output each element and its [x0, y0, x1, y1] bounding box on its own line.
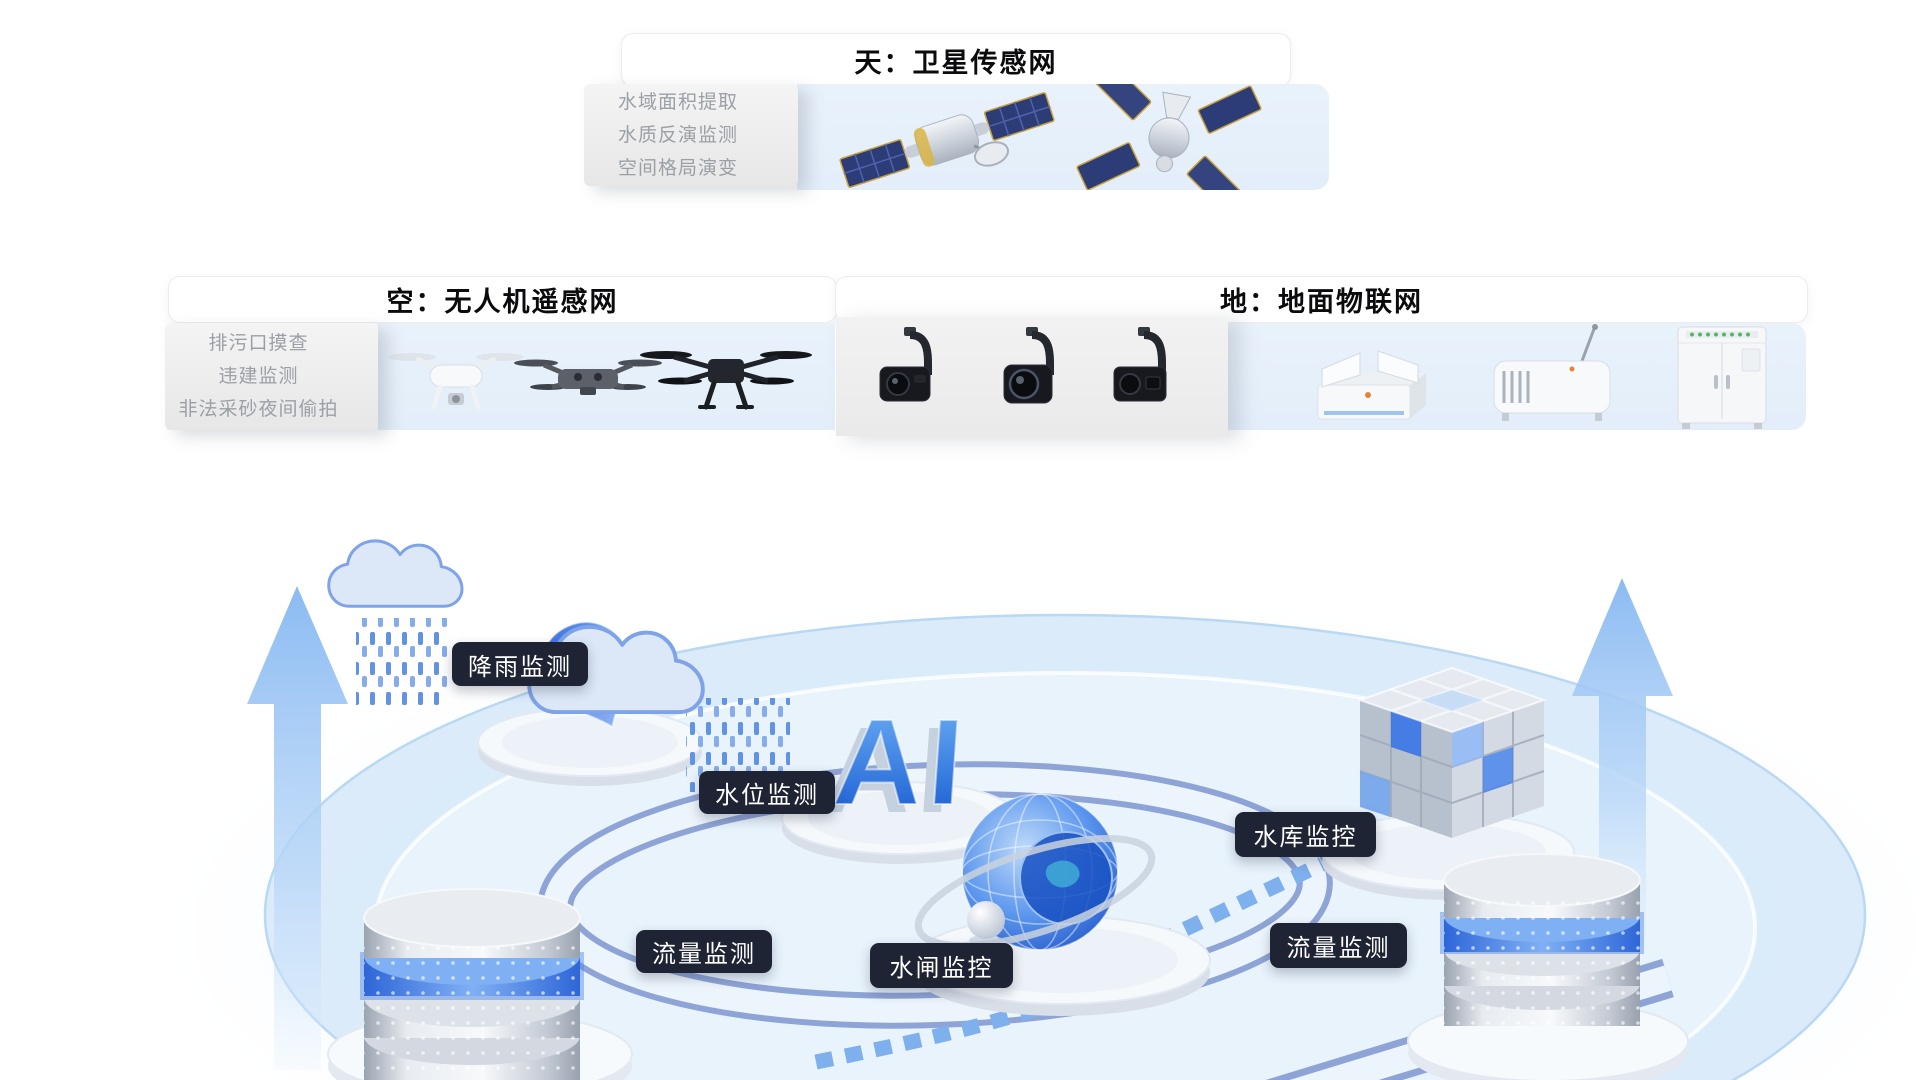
telemetry-box-icon: [1493, 324, 1611, 421]
quadcopter-drone-icon: [388, 353, 524, 410]
satellite-icon: [839, 92, 1055, 188]
section-card-air: 空：无人机遥感网: [168, 276, 837, 323]
chip-text: 流量监测: [1286, 935, 1391, 962]
field-station-icon: [1317, 350, 1426, 420]
up-arrow-icon: [1572, 578, 1673, 948]
label-chip-water-level: 水位监测: [699, 771, 835, 814]
up-arrow-icon: [247, 586, 348, 1070]
chip-text: 流量监测: [652, 941, 756, 968]
database-icon: [327, 888, 633, 1080]
chip-text: 水闸监控: [889, 955, 994, 982]
gimbal-panel: [836, 317, 1228, 436]
section-title-sky: 天：卫星传感网: [854, 47, 1058, 78]
label-chip-flow-left: 流量监测: [636, 930, 772, 973]
hexacopter-drone-icon: [640, 351, 812, 410]
section-title-ground: 地：地面物联网: [1220, 287, 1423, 317]
equipment-cabinet-icon: [1677, 326, 1767, 429]
drone-band-graphics: [388, 351, 812, 410]
data-cube-icon: [1356, 666, 1548, 838]
database-icon: [1407, 853, 1689, 1080]
svg-text:AI: AI: [819, 701, 963, 838]
ground-station-graphics: [1317, 324, 1767, 429]
label-chip-rainfall: 降雨监测: [452, 642, 588, 686]
satellite-icon: [1076, 84, 1262, 190]
sky-feature-panel: 水域面积提取 水质反演监测 空间格局演变: [584, 84, 798, 186]
folding-drone-icon: [514, 359, 662, 395]
sky-feature-item: 水域面积提取: [617, 91, 738, 113]
section-title-air: 空：无人机遥感网: [386, 287, 619, 317]
chip-text: 降雨监测: [468, 653, 572, 681]
air-feature-panel: 排污口摸查 违建监测 非法采砂夜间偷拍: [165, 323, 378, 430]
air-feature-item: 非法采砂夜间偷拍: [178, 399, 339, 420]
sky-feature-item: 水质反演监测: [617, 124, 738, 146]
chip-text: 水位监测: [715, 782, 819, 809]
camera-gimbal-icon: [879, 327, 932, 402]
pedestal-ai: [781, 781, 1019, 864]
rain-cloud-icon: [327, 539, 464, 706]
pedestal-rainfall: [477, 707, 703, 786]
air-feature-item: 违建监测: [218, 366, 299, 387]
sky-devices-band: [797, 84, 1329, 190]
label-chip-flow-right: 流量监测: [1270, 923, 1407, 968]
svg-text:AI: AI: [830, 693, 974, 830]
satellite-band-graphics: [839, 84, 1262, 190]
ground-devices-band: [1228, 323, 1806, 430]
camera-gimbal-icon: [1113, 327, 1167, 402]
chip-text: 水库监控: [1253, 824, 1358, 851]
label-chip-sluice: 水闸监控: [870, 943, 1013, 988]
air-feature-item: 排污口摸查: [208, 333, 309, 354]
section-card-sky: 天：卫星传感网: [621, 33, 1291, 87]
ai-letters-icon: AI AI: [819, 692, 974, 838]
sky-feature-item: 空间格局演变: [617, 157, 738, 179]
gimbal-graphics: [879, 327, 1167, 404]
camera-gimbal-icon: [1003, 327, 1054, 404]
wireframe-globe-icon: [914, 793, 1156, 951]
air-devices-band: [378, 323, 835, 430]
section-card-ground: 地：地面物联网: [835, 276, 1808, 323]
label-chip-reservoir: 水库监控: [1235, 812, 1376, 857]
